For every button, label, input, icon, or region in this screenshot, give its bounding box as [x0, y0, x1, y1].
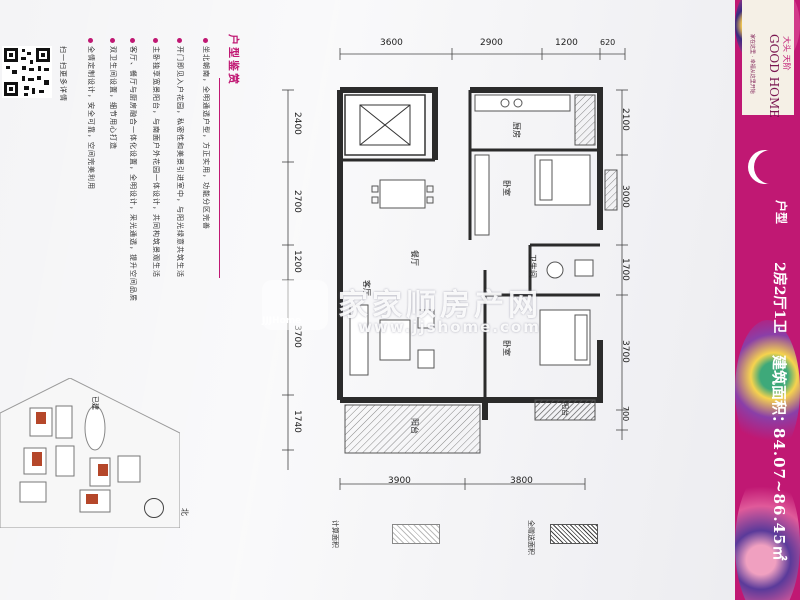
brand-crescent: [754, 150, 788, 184]
right-dim-4: 3700: [620, 340, 630, 363]
area-label: 建筑面积：: [770, 355, 788, 431]
north-label: 北: [180, 508, 189, 516]
bullet: [110, 38, 115, 43]
bullet: [153, 38, 158, 43]
watermark-logo-text: JJJHome: [262, 316, 302, 326]
bullet: [130, 38, 135, 43]
north-arrow: [144, 498, 164, 518]
brand-logo-card: [742, 0, 794, 115]
right-dim-3: 1700: [620, 258, 630, 281]
legend-label-a: 计算面积: [331, 520, 339, 548]
legend-swatch-b: [550, 524, 598, 544]
legend-label-b: 全赠送面积: [527, 520, 535, 555]
feature-line: 开门即见入户花园，私密性和美景引进室中，与阳光绿意共筑生活: [176, 46, 184, 278]
left-dim-2: 2700: [292, 190, 302, 213]
brand-sub: 家在这里 · 幸福从这里开始: [749, 34, 755, 94]
watermark-logo: [262, 280, 328, 330]
bullet: [203, 38, 208, 43]
right-dim-2: 3000: [620, 185, 630, 208]
legend-swatch-a: [392, 524, 440, 544]
qr-caption: 扫一扫更多详情: [59, 46, 67, 102]
left-dim-1: 2400: [292, 112, 302, 135]
unit-layout: 2房2厅1卫: [771, 262, 787, 334]
brand-name: GOOD HOME: [767, 34, 781, 119]
feature-line: 主卧独享宽景阳台，与南面户外花园一体设计，共同构筑景观生活: [152, 46, 160, 278]
unit-type-label: 户型: [774, 200, 788, 225]
right-dim-5: 700: [621, 406, 630, 422]
bullet: [88, 38, 93, 43]
top-dim-4: 620: [600, 38, 616, 47]
feature-line: 双卫生间设置，细节用心打造: [109, 46, 117, 150]
room-bedroom-1: 卧室: [502, 180, 511, 196]
feature-line: 客厅、餐厅与厨房融合一体化设置，全明设计，采光通透，提升空间品质: [129, 46, 137, 302]
room-balcony: 阳台: [410, 418, 419, 434]
room-bedroom-2: 卧室: [502, 340, 511, 356]
watermark-url: www.jjshome.com: [358, 318, 541, 336]
top-dim-3: 1200: [555, 38, 578, 48]
room-bathroom: 卫生间: [528, 254, 537, 278]
decor-swirl: [735, 470, 800, 600]
floor-plan: 3600 2900 1200 620 3900 3800 2400 2700 1…: [280, 38, 630, 495]
bottom-dim-1: 3900: [388, 476, 411, 486]
top-dim-1: 3600: [380, 38, 403, 48]
brand-top-text: 大头 天阶: [782, 36, 791, 71]
room-kitchen: 厨房: [512, 122, 521, 138]
room-balcony-2: 阳台: [561, 402, 569, 416]
decor-swirl: [735, 320, 800, 460]
heading-rule: [219, 78, 220, 278]
bottom-dim-2: 3800: [510, 476, 533, 486]
site-building-label: 已建: [91, 396, 99, 410]
bullet: [177, 38, 182, 43]
site-plan: 已建: [0, 377, 181, 529]
watermark-main: 家家顺房产网: [338, 288, 542, 323]
feature-line: 坐北朝南，全明通透户型，方正实用，功能分区完善: [202, 46, 210, 230]
room-dining: 餐厅: [410, 250, 419, 266]
left-dim-3: 1200: [292, 250, 302, 273]
right-dim-1: 2100: [620, 108, 630, 131]
top-dim-2: 2900: [480, 38, 503, 48]
left-dim-5: 1740: [292, 410, 302, 433]
area-value: 84.07~86.45㎡: [770, 428, 788, 562]
feature-line: 全情定制设计，安全可靠，空间完美利用: [87, 46, 95, 190]
qr-code: [2, 46, 52, 98]
